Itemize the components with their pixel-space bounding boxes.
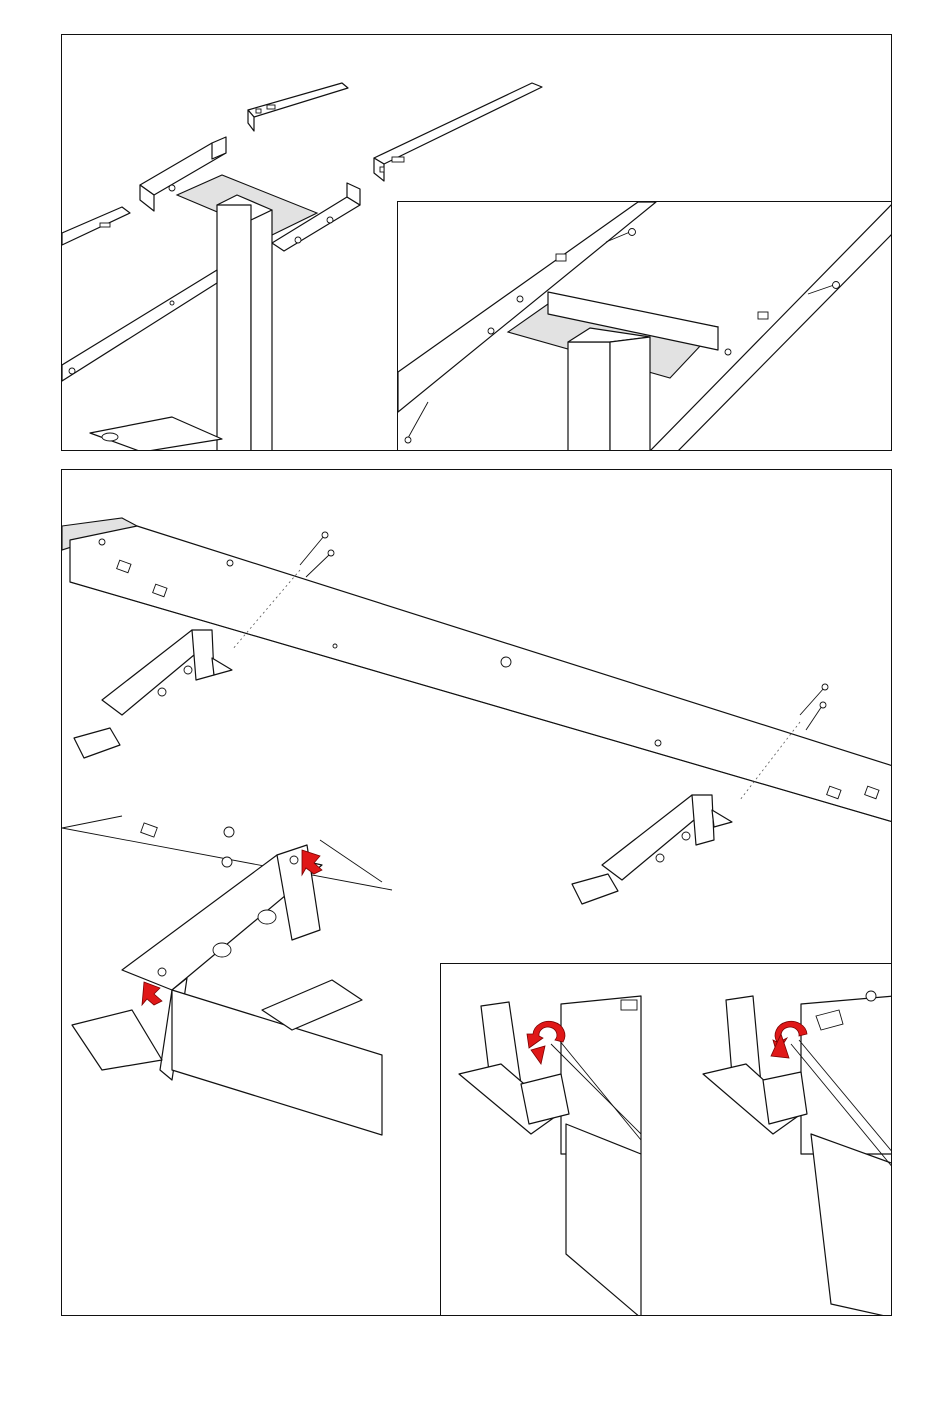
latch-view-unlocked [459,996,641,1316]
crossbar-detail-illustration [398,202,892,451]
rail-left-lower [62,270,217,381]
latch-rotate-illustration [441,964,892,1316]
long-rail-right [374,83,542,181]
rotate-arrow-icon [527,1021,565,1064]
latch-bracket-right [572,795,732,904]
foot-base [90,417,222,451]
detail-latch-rotate [440,963,892,1316]
leg-column [217,195,272,451]
latch-view-locked [703,991,892,1316]
latch-bracket-left [74,630,232,758]
tool-handle [405,402,428,443]
detail-crossbar-bolts [397,201,892,451]
leg-detail [568,328,650,451]
assembly-step-crossbar [61,469,892,1316]
short-rail-top [248,83,348,131]
assembly-step-frame [61,34,892,451]
rail-left-upper [62,207,130,245]
latch-bracket-zoom [62,816,392,1135]
down-arrow-icon [142,982,162,1005]
